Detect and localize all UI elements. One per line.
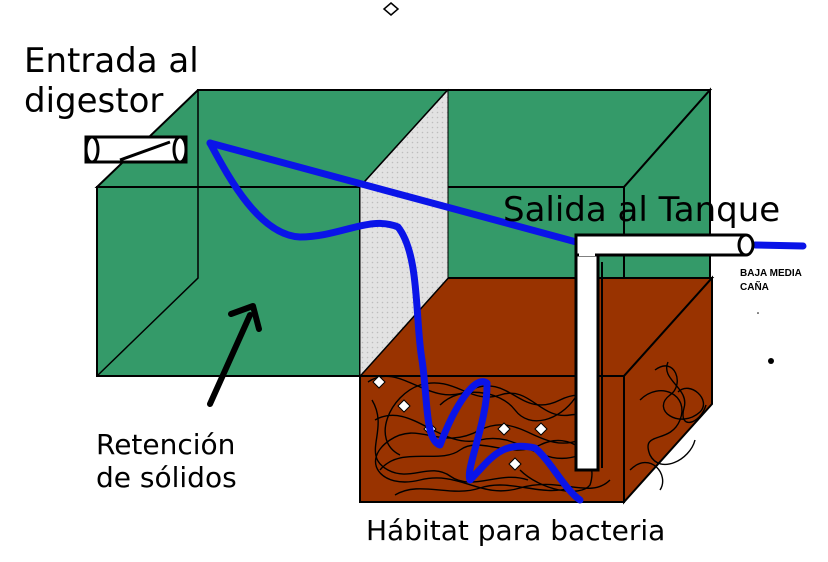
outlet-note-line2: CAÑA: [740, 281, 769, 293]
diamond-marker-icon: [397, 399, 411, 413]
outlet-note-line1: BAJA MEDIA: [740, 268, 802, 279]
outlet-label: Salida al Tanque: [503, 190, 781, 230]
diamond-marker-icon: [372, 375, 386, 389]
tank-left-inner-edges: [96, 90, 199, 377]
outlet-pipe: [574, 233, 755, 472]
flow-path-outlet: [751, 241, 807, 250]
top-diamond-marker-icon: [382, 2, 400, 16]
solids-label-line1: Retención: [96, 428, 236, 461]
inlet-pipe: [84, 135, 188, 164]
arrow-icon: [207, 303, 262, 407]
inlet-label: Entrada al digestor: [24, 41, 199, 121]
diamond-marker-icon: [534, 422, 548, 436]
flow-path-direct: [206, 139, 584, 247]
habitat-side-face: [623, 275, 713, 505]
habitat-label: Hábitat para bacteria: [366, 514, 666, 547]
inlet-label-line2: digestor: [24, 81, 164, 122]
solids-retention-label: Retención de sólidos: [96, 428, 237, 494]
flow-path: [206, 139, 584, 504]
solids-label-line2: de sólidos: [96, 461, 237, 495]
stray-dot: [757, 312, 759, 314]
outlet-note: BAJA MEDIA CAÑA: [740, 267, 802, 294]
diamond-marker-icon: [508, 457, 522, 471]
stray-dot: [768, 358, 774, 364]
diamond-marker-icon: [497, 422, 511, 436]
tank-left-front-face: [96, 186, 361, 377]
inlet-label-line1: Entrada al: [24, 41, 199, 81]
